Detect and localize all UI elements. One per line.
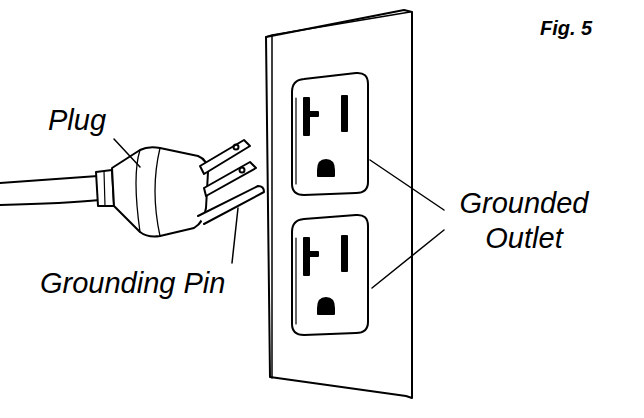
- leader-line: [372, 230, 444, 288]
- blade-slot: [342, 96, 347, 131]
- leader-line: [370, 160, 444, 210]
- figure-number: Fig. 5: [540, 16, 620, 40]
- t-slot: [304, 98, 318, 135]
- grounding-pin: [198, 186, 264, 224]
- receptacle-face: [292, 215, 368, 335]
- power-cord: [0, 176, 100, 205]
- part-name: Grounding Pin: [40, 266, 280, 301]
- wall-plate: [266, 10, 412, 398]
- ground-hole: [318, 298, 334, 314]
- leader-line: [232, 208, 238, 263]
- receptacle-face: [292, 73, 368, 195]
- ground-hole: [318, 160, 334, 176]
- blade-slot: [342, 236, 347, 271]
- leader-line: [114, 139, 140, 167]
- plug-body: [112, 147, 208, 236]
- t-slot: [304, 238, 318, 275]
- part-name: Grounded Outlet: [446, 186, 602, 257]
- part-name: Plug: [48, 103, 168, 138]
